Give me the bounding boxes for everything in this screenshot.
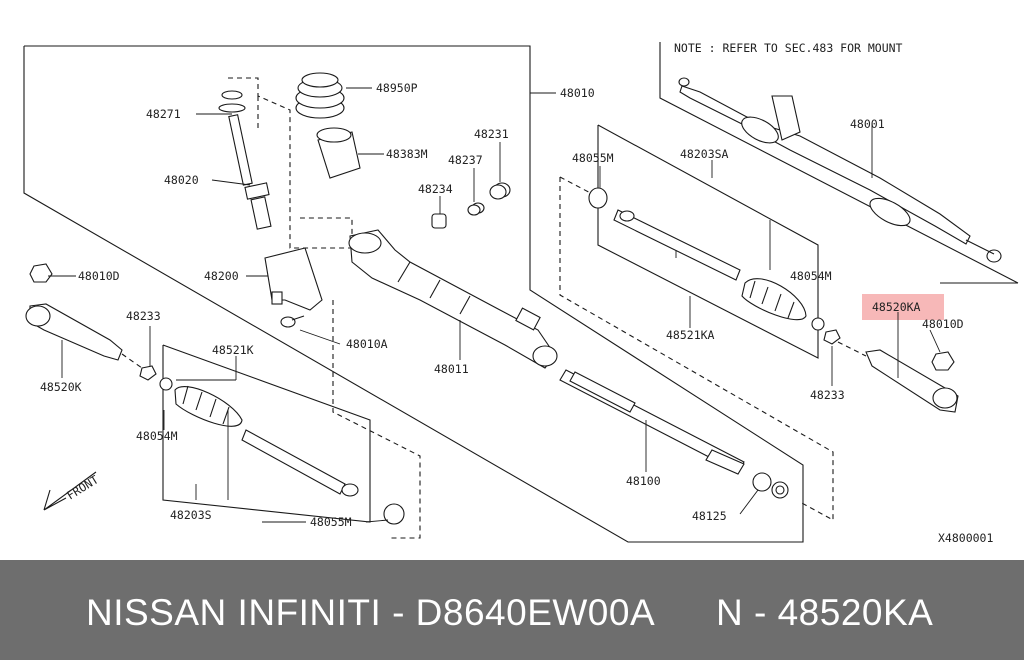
leader-lines: [48, 87, 941, 523]
label-48521KA: 48521KA: [666, 328, 715, 342]
label-48200: 48200: [204, 269, 239, 283]
bracket-48200: [264, 247, 323, 311]
nut-48010D-left: [29, 263, 53, 283]
clamp-48055M-right: [588, 187, 608, 209]
label-48234: 48234: [418, 182, 453, 196]
label-48203SA: 48203SA: [680, 147, 729, 161]
parts-diagram: NOTE : REFER TO SEC.483 FOR MOUNT: [23, 41, 1019, 545]
part-labels: 48950P 48010 48271 48383M 48231 48237 48…: [40, 81, 993, 545]
dashed-frame-left: [332, 300, 421, 539]
label-48233-right: 48233: [810, 388, 845, 402]
front-label: FRONT: [64, 472, 101, 502]
label-48054M-right: 48054M: [790, 269, 832, 283]
boot-48383M: [316, 127, 361, 179]
brand-part-code: NISSAN INFINITI - D8640EW00A: [86, 592, 656, 633]
label-48010: 48010: [560, 86, 595, 100]
nut-48233-right: [823, 329, 841, 345]
label-48203S: 48203S: [170, 508, 212, 522]
label-48010D-left: 48010D: [78, 269, 120, 283]
rack-48100: [559, 369, 745, 475]
bushing-48234: [431, 213, 447, 229]
label-48383M: 48383M: [386, 147, 428, 161]
highlight-48520KA: [862, 294, 944, 320]
spring-48237: [467, 202, 485, 216]
ring-48125: [752, 472, 789, 499]
steering-gear-assembly-48001: [678, 77, 1002, 263]
clamp-48055M-left: [383, 503, 405, 525]
label-48237: 48237: [448, 153, 483, 167]
label-48055M-left: 48055M: [310, 515, 352, 529]
label-48055M-right: 48055M: [572, 151, 614, 165]
label-48950P: 48950P: [376, 81, 418, 95]
inner-socket-48521KA: [613, 209, 741, 281]
label-48125: 48125: [692, 509, 727, 523]
nut-48010D-right: [931, 351, 955, 371]
gear-housing-48011: [348, 229, 558, 369]
clamp-48054M-right: [811, 317, 825, 331]
label-48521K: 48521K: [212, 343, 254, 357]
label-48520K: 48520K: [40, 380, 82, 394]
mount-note: NOTE : REFER TO SEC.483 FOR MOUNT: [674, 41, 903, 55]
label-48271: 48271: [146, 107, 181, 121]
boot-48203SA: [741, 278, 807, 321]
dust-seal-48950P: [295, 72, 345, 119]
nut-48233-left: [139, 365, 157, 381]
label-48233-left: 48233: [126, 309, 161, 323]
bushing-48231: [489, 182, 511, 200]
label-48011: 48011: [434, 362, 469, 376]
tie-rod-end-48520K: [25, 303, 123, 361]
label-48010A: 48010A: [346, 337, 388, 351]
label-48231: 48231: [474, 127, 509, 141]
label-48001: 48001: [850, 117, 885, 131]
tie-rod-end-48520KA: [837, 341, 959, 413]
label-48020: 48020: [164, 173, 199, 187]
boot-48203S: [159, 377, 243, 427]
label-48100: 48100: [626, 474, 661, 488]
steering-shaft-48020: [218, 90, 272, 230]
label-48010D-right: 48010D: [922, 317, 964, 331]
front-arrow: FRONT: [43, 471, 101, 511]
label-48520KA: 48520KA: [872, 300, 921, 314]
dashed-frame-column: [228, 77, 353, 249]
label-48054M-left: 48054M: [136, 429, 178, 443]
oem-part-number: N - 48520KA: [716, 592, 934, 633]
bolt-48010A: [280, 315, 305, 328]
figure-code: X4800001: [938, 531, 993, 545]
boot-kit-frame-left: [162, 344, 371, 523]
part-number-banner: NISSAN INFINITI - D8640EW00A N - 48520KA: [0, 560, 1024, 660]
dashed-frame-right: [559, 177, 834, 521]
inner-socket-48521K: [241, 429, 359, 497]
